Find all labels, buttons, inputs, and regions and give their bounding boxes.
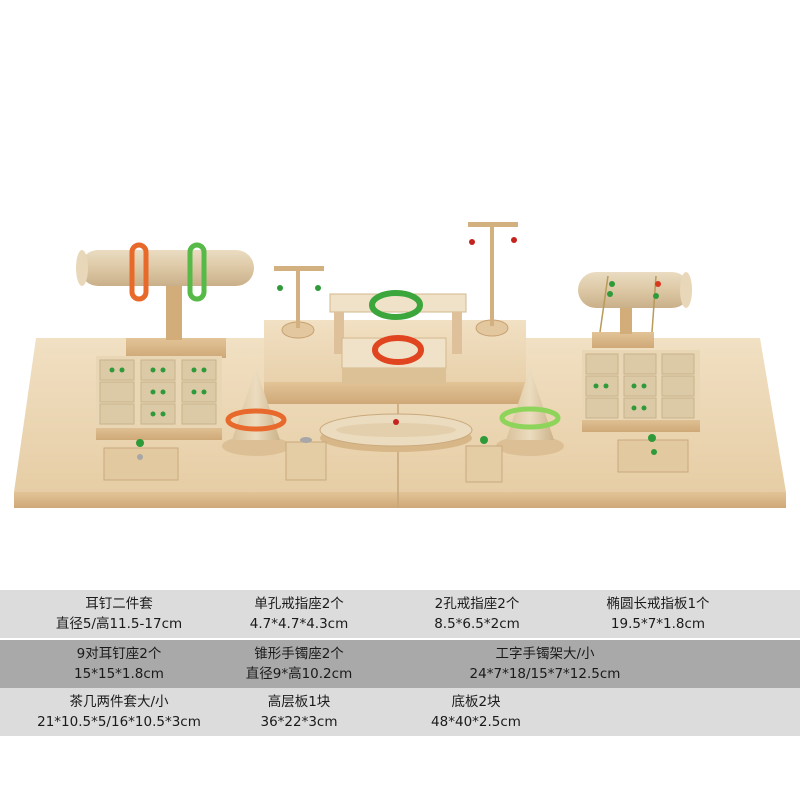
spec-name: 2孔戒指座2个 xyxy=(434,596,520,612)
green-jade-bangle-left xyxy=(187,242,207,302)
spec-size: 4.7*4.7*4.3cm xyxy=(249,616,349,632)
orange-agate-bangle xyxy=(129,242,149,302)
two-ring-holder-left xyxy=(103,439,179,481)
two-ring-holder-right xyxy=(617,434,689,473)
spec-size: 直径9*高10.2cm xyxy=(245,666,353,682)
spec-cell: 单孔戒指座2个 4.7*4.7*4.3cm xyxy=(194,590,404,638)
spec-name: 椭圆长戒指板1个 xyxy=(606,596,710,612)
spec-cell: 高层板1块 36*22*3cm xyxy=(194,688,404,736)
spec-size: 36*22*3cm xyxy=(260,714,338,730)
spec-name: 耳钉二件套 xyxy=(85,596,153,612)
product-photo xyxy=(14,222,786,508)
spec-name: 底板2块 xyxy=(451,694,501,710)
spec-size: 19.5*7*1.8cm xyxy=(610,616,706,632)
spec-cell: 椭圆长戒指板1个 19.5*7*1.8cm xyxy=(548,590,768,638)
cone-bangle-stand-right xyxy=(496,368,564,456)
spec-cell: 9对耳钉座2个 15*15*1.8cm xyxy=(14,640,224,688)
single-ring-block-left xyxy=(285,437,327,481)
t-bar-bracelet-stand-large xyxy=(76,250,254,358)
spec-cell: 锥形手镯座2个 直径9*高10.2cm xyxy=(194,640,404,688)
spec-name: 9对耳钉座2个 xyxy=(76,646,162,662)
spec-cell: 耳钉二件套 直径5/高11.5-17cm xyxy=(14,590,224,638)
spec-row: 耳钉二件套 直径5/高11.5-17cm 单孔戒指座2个 4.7*4.7*4.3… xyxy=(0,590,800,638)
earring-stand-tall xyxy=(468,222,518,337)
single-ring-block-right xyxy=(465,436,503,483)
spec-name: 茶几两件套大/小 xyxy=(69,694,169,710)
spec-cell: 茶几两件套大/小 21*10.5*5/16*10.5*3cm xyxy=(14,688,224,736)
earring-tray-left xyxy=(96,356,222,440)
spec-name: 工字手镯架大/小 xyxy=(495,646,595,662)
coffee-table-small xyxy=(341,337,447,384)
spec-row: 9对耳钉座2个 15*15*1.8cm 锥形手镯座2个 直径9*高10.2cm … xyxy=(0,640,800,688)
spec-size: 8.5*6.5*2cm xyxy=(434,616,520,632)
t-bar-bracelet-stand-small xyxy=(578,272,692,348)
spec-table: 耳钉二件套 直径5/高11.5-17cm 单孔戒指座2个 4.7*4.7*4.3… xyxy=(0,588,800,738)
oval-ring-board xyxy=(319,413,473,452)
spec-size: 24*7*18/15*7*12.5cm xyxy=(469,666,621,682)
spec-size: 直径5/高11.5-17cm xyxy=(55,616,183,632)
spec-name: 锥形手镯座2个 xyxy=(254,646,344,662)
spec-size: 21*10.5*5/16*10.5*3cm xyxy=(37,714,201,730)
green-jade-bangle xyxy=(369,290,423,320)
spec-size: 15*15*1.8cm xyxy=(74,666,164,682)
spec-name: 高层板1块 xyxy=(267,694,331,710)
spec-size: 48*40*2.5cm xyxy=(431,714,521,730)
spec-cell: 2孔戒指座2个 8.5*6.5*2cm xyxy=(372,590,582,638)
cone-bangle-stand-left xyxy=(222,368,290,456)
red-agate-bangle xyxy=(372,335,424,365)
spec-cell: 工字手镯架大/小 24*7*18/15*7*12.5cm xyxy=(430,640,660,688)
spec-row: 茶几两件套大/小 21*10.5*5/16*10.5*3cm 高层板1块 36*… xyxy=(0,688,800,736)
earring-stand-short xyxy=(274,266,324,339)
spec-cell: 底板2块 48*40*2.5cm xyxy=(376,688,576,736)
spec-name: 单孔戒指座2个 xyxy=(254,596,344,612)
earring-tray-right xyxy=(582,350,700,432)
